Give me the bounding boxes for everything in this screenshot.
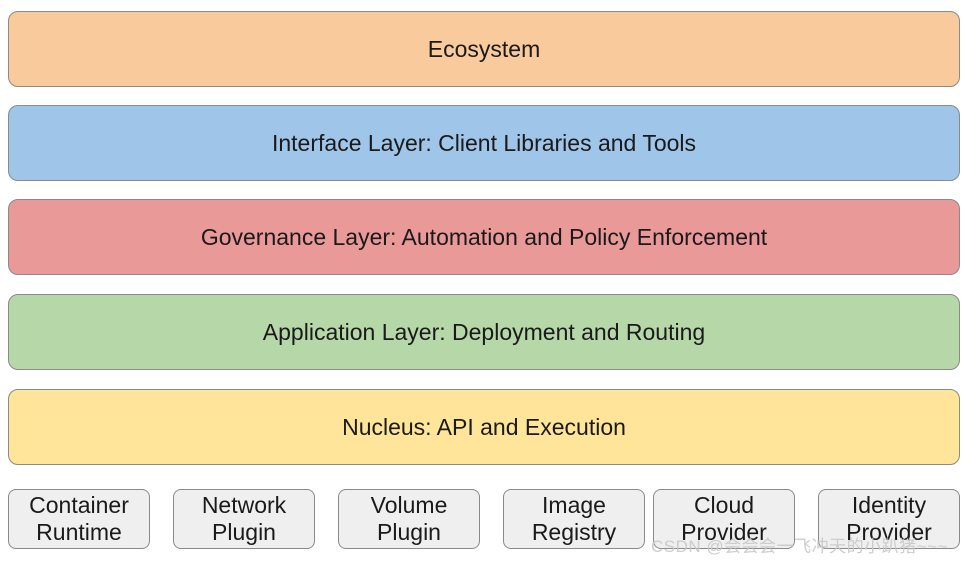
plugin-label-line1: Image — [542, 492, 606, 518]
governance-layer-label: Governance Layer: Automation and Policy … — [200, 223, 768, 250]
csdn-watermark: CSDN @会会会一飞冲天的小趴猪~~~ — [651, 537, 948, 556]
plugin-label-line2: Plugin — [377, 519, 441, 545]
cloud-provider-box: Cloud Provider — [653, 489, 795, 549]
application-layer-label: Application Layer: Deployment and Routin… — [262, 318, 706, 345]
ecosystem-layer: Ecosystem — [8, 11, 960, 87]
network-plugin-box: Network Plugin — [173, 489, 315, 549]
interface-layer: Interface Layer: Client Libraries and To… — [8, 105, 960, 181]
plugin-label-line2: Provider — [681, 519, 767, 545]
plugin-label-line2: Provider — [846, 519, 932, 545]
volume-plugin-box: Volume Plugin — [338, 489, 480, 549]
plugin-label-line1: Cloud — [693, 492, 755, 518]
nucleus-layer: Nucleus: API and Execution — [8, 389, 960, 465]
plugin-label-line1: Identity — [851, 492, 927, 518]
interface-layer-label: Interface Layer: Client Libraries and To… — [271, 129, 697, 156]
plugin-label-line1: Container — [29, 492, 129, 518]
ecosystem-layer-label: Ecosystem — [427, 35, 541, 62]
application-layer: Application Layer: Deployment and Routin… — [8, 294, 960, 370]
identity-provider-box: Identity Provider — [818, 489, 960, 549]
container-runtime-box: Container Runtime — [8, 489, 150, 549]
plugin-label-line1: Volume — [370, 492, 448, 518]
plugin-label-line2: Runtime — [36, 519, 122, 545]
image-registry-box: Image Registry — [503, 489, 645, 549]
governance-layer: Governance Layer: Automation and Policy … — [8, 199, 960, 275]
plugin-label-line2: Registry — [531, 519, 617, 545]
plugin-label-line2: Plugin — [212, 519, 276, 545]
nucleus-layer-label: Nucleus: API and Execution — [342, 413, 626, 440]
plugin-label-line1: Network — [201, 492, 287, 518]
